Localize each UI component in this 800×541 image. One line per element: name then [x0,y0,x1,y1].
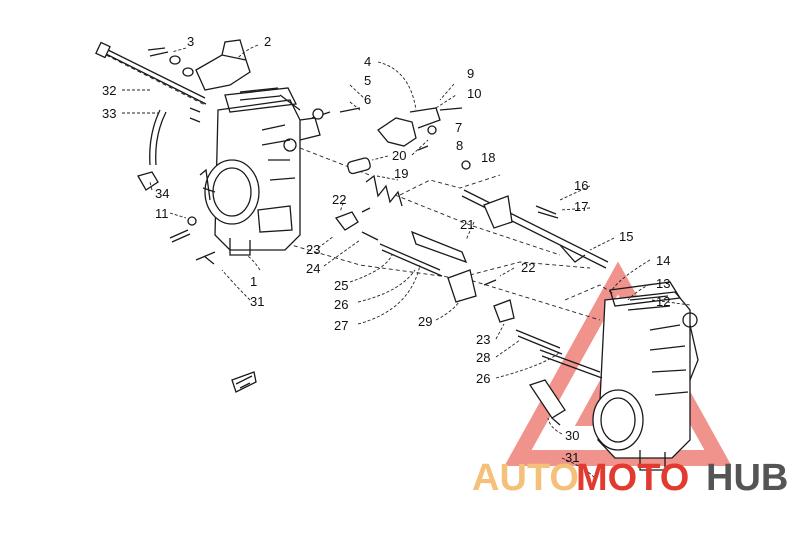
screw-11 [169,216,197,243]
watermark-text: AUTO MOTO HUB [472,457,788,499]
callout-15: 15 [619,229,633,244]
clip-23-lower [493,299,515,323]
throttle-shaft-15 [461,160,609,269]
screw-3 [147,47,194,77]
callout-22a: 22 [332,192,346,207]
callout-33: 33 [102,106,116,121]
spring-19 [365,174,403,207]
rod-25 [361,231,443,277]
clip-31-left [195,251,216,265]
collar-20 [347,157,371,175]
callout-3: 3 [187,34,194,49]
callout-2: 2 [264,34,271,49]
callout-4: 4 [364,54,371,69]
callout-7: 7 [455,120,462,135]
watermark-part-hub: HUB [706,457,788,499]
long-bolt-32 [95,41,207,105]
callout-16: 16 [574,178,588,193]
callout-14: 14 [656,253,670,268]
callout-30: 30 [565,428,579,443]
callout-25: 25 [334,278,348,293]
sleeve-21 [410,230,468,264]
part-small-left [231,371,257,393]
nozzle-30 [528,379,566,426]
callout-31a: 31 [250,294,264,309]
callout-23b: 23 [476,332,490,347]
fitting-2 [195,39,251,91]
callout-29: 29 [418,314,432,329]
callout-10: 10 [467,86,481,101]
callout-26b: 26 [476,371,490,386]
throttle-bracket-4 [311,107,463,151]
callout-19: 19 [394,166,408,181]
callout-21: 21 [460,217,474,232]
callout-31b: 31 [565,450,579,465]
callout-11: 11 [155,206,169,221]
callout-5: 5 [364,73,371,88]
hose-33 [149,107,201,166]
rod-28 [515,329,563,355]
callout-17: 17 [574,199,588,214]
callout-20: 20 [392,148,406,163]
rod-26-lower [539,349,603,379]
leader-lines [122,44,691,481]
callout-27: 27 [334,318,348,333]
callout-labels: 2 3 4 5 6 7 8 9 10 32 33 20 19 18 16 17 … [102,34,670,465]
callout-34: 34 [155,186,169,201]
callout-9: 9 [467,66,474,81]
callout-22b: 22 [521,260,535,275]
callout-24: 24 [306,261,320,276]
callout-26a: 26 [334,297,348,312]
callout-23a: 23 [306,242,320,257]
callout-12: 12 [656,294,670,309]
clamp-34 [137,171,159,191]
callout-8: 8 [456,138,463,153]
callout-6: 6 [364,92,371,107]
callout-13: 13 [656,276,670,291]
callout-28: 28 [476,350,490,365]
callout-32: 32 [102,83,116,98]
watermark-part-moto: MOTO [576,457,689,499]
right-carburetor-body [592,281,699,471]
callout-18: 18 [481,150,495,165]
clip-22-upper [334,207,371,231]
left-carburetor-body [199,87,321,256]
bolt-16 [535,205,559,219]
watermark-part-auto: AUTO [472,457,579,499]
bracket-29 [447,269,497,303]
callout-1: 1 [250,274,257,289]
